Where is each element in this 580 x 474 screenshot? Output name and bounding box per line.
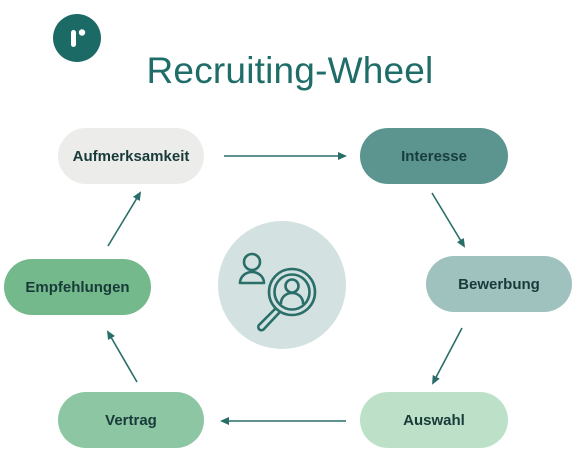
arrow-bewerbung-to-auswahl xyxy=(432,327,463,385)
arrow-interesse-to-bewerbung xyxy=(431,192,466,248)
page-title: Recruiting-Wheel xyxy=(146,50,434,91)
arrow-empfehlungen-to-aufmerksamkeit xyxy=(107,191,142,247)
step-aufmerksamkeit: Aufmerksamkeit xyxy=(58,128,204,184)
logo xyxy=(53,14,101,62)
step-auswahl: Auswahl xyxy=(360,392,508,448)
r-logo-icon xyxy=(71,29,86,47)
center-circle xyxy=(218,221,346,349)
arrow-vertrag-to-empfehlungen xyxy=(106,330,138,383)
step-interesse: Interesse xyxy=(360,128,508,184)
step-empfehlungen: Empfehlungen xyxy=(4,259,151,315)
step-vertrag: Vertrag xyxy=(58,392,204,448)
step-bewerbung: Bewerbung xyxy=(426,256,572,312)
recruiting-search-icon xyxy=(238,252,317,332)
